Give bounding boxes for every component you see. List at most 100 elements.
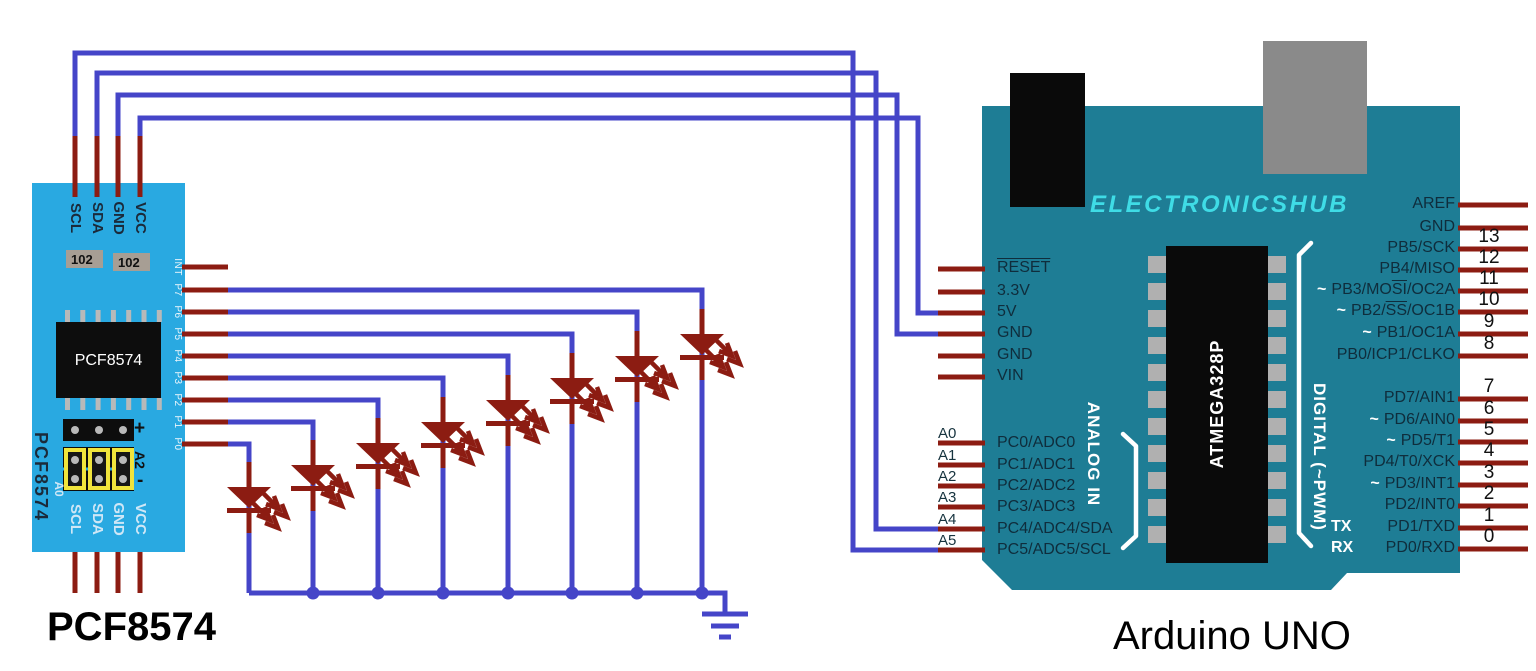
- pin-number-7: 7: [1483, 376, 1495, 397]
- right-pin-pd1: PD1/TXD: [1387, 518, 1455, 535]
- right-pin-pd6: ~PD6/AIN0: [1369, 411, 1455, 428]
- jumper-pads: [71, 426, 127, 483]
- right-pin-aref: AREF: [1412, 195, 1455, 212]
- right-pin-pd2: PD2/INT0: [1384, 496, 1455, 513]
- pin-number-10: 10: [1478, 289, 1500, 310]
- module-pin-int: INT: [172, 258, 183, 276]
- power-jack: [1263, 41, 1367, 174]
- analog-pin-pc5: PC5/ADC5/SCL: [997, 541, 1111, 558]
- analog-header-a0: A0: [938, 425, 957, 442]
- analog-pin-pc4: PC4/ADC4/SDA: [997, 520, 1113, 537]
- analog-header-a2: A2: [938, 468, 957, 485]
- arduino-left-stubs: [938, 266, 985, 380]
- pin-stubs: [72, 136, 1528, 593]
- analog-header-a4: A4: [938, 511, 957, 528]
- ground-rail: [249, 590, 728, 614]
- analog-pin-pc0: PC0/ADC0: [997, 434, 1076, 451]
- right-pin-pb1: ~PB1/OC1A: [1362, 324, 1455, 341]
- arduino-analog-stubs: [938, 440, 985, 553]
- analog-header-a3: A3: [938, 489, 957, 506]
- smd-resistors: [66, 250, 150, 271]
- pin-number-6: 6: [1483, 398, 1495, 419]
- jumper-minus-label: -: [137, 470, 144, 491]
- led-3: [356, 418, 416, 489]
- jumper-caps: [64, 448, 134, 490]
- right-pin-pb3: ~PB3/MOSI/OC2A: [1317, 281, 1455, 298]
- digital-brace: [1296, 240, 1314, 549]
- module-right-stubs: [182, 264, 228, 447]
- address-jumpers: [63, 419, 134, 491]
- module-bottom-pin-sda: SDA: [89, 503, 106, 535]
- pin-number-3: 3: [1483, 462, 1495, 483]
- jumper-a2-label: A2: [132, 451, 148, 469]
- module-bottom-pin-vcc: VCC: [132, 503, 149, 535]
- left-pin-gnd1: GND: [997, 324, 1033, 341]
- right-pin-pd3: ~PD3/INT1: [1370, 475, 1455, 492]
- jumper-a0-label: A0: [52, 481, 66, 497]
- brand-text: ELECTRONICSHUB: [1090, 191, 1350, 218]
- atmega328p-chip: [1148, 246, 1286, 563]
- wire-p6: [228, 309, 640, 593]
- right-pin-gnd: GND: [1419, 218, 1455, 235]
- analog-header-a5: A5: [938, 532, 957, 549]
- right-pin-pb2: ~PB2/SS/OC1B: [1336, 302, 1455, 319]
- jumper-plus-label: +: [134, 418, 146, 439]
- module-pin-p4: P4: [172, 349, 183, 363]
- usb-connector: [1010, 73, 1085, 207]
- wire-p2: [228, 397, 381, 593]
- ground-symbol: [702, 611, 748, 640]
- wire-p1: [228, 419, 316, 593]
- wire-p0: [228, 441, 252, 593]
- analog-pin-pc1: PC1/ADC1: [997, 456, 1076, 473]
- module-top-pin-vcc: VCC: [132, 202, 149, 234]
- pin-number-1: 1: [1483, 505, 1495, 526]
- right-pin-pb5: PB5/SCK: [1387, 239, 1455, 256]
- left-pin-3v3: 3.3V: [997, 282, 1030, 299]
- resistor-value-2: 102: [118, 255, 140, 270]
- pin-number-8: 8: [1483, 333, 1495, 354]
- tx-label: TX: [1331, 518, 1352, 535]
- module-top-pin-gnd: GND: [110, 201, 127, 235]
- right-pin-pd5: ~PD5/T1: [1386, 432, 1455, 449]
- junction-dots: [306, 586, 709, 600]
- pin-number-5: 5: [1483, 419, 1495, 440]
- arduino-title: Arduino UNO: [1113, 614, 1351, 658]
- pin-number-11: 11: [1479, 268, 1499, 289]
- led-1: [227, 462, 287, 533]
- pin-number-9: 9: [1483, 311, 1495, 332]
- right-pin-pd0: PD0/RXD: [1385, 539, 1455, 556]
- led-8: [680, 309, 740, 380]
- pin-number-0: 0: [1483, 526, 1495, 547]
- module-pin-p5: P5: [172, 327, 183, 341]
- module-pin-p7: P7: [172, 283, 183, 297]
- wire-sda: [94, 70, 940, 532]
- resistor-value-1: 102: [71, 252, 93, 267]
- led-wires: [228, 287, 728, 614]
- module-bottom-pin-gnd: GND: [110, 502, 127, 536]
- left-pin-vin: VIN: [997, 367, 1024, 384]
- wire-p4: [228, 353, 511, 593]
- module-top-pin-scl: SCL: [67, 203, 84, 233]
- analog-pin-pc2: PC2/ADC2: [997, 477, 1076, 494]
- module-pin-p1: P1: [172, 415, 183, 429]
- right-pin-pd7: PD7/AIN1: [1383, 389, 1455, 406]
- wire-scl: [72, 50, 940, 553]
- module-pin-p6: P6: [172, 305, 183, 319]
- module-side-label: PCF8574: [31, 431, 51, 523]
- analog-header-a1: A1: [938, 447, 957, 464]
- module-top-pin-sda: SDA: [89, 202, 106, 234]
- pin-number-2: 2: [1483, 483, 1495, 504]
- module-title: PCF8574: [47, 605, 216, 649]
- module-top-stubs: [72, 136, 143, 197]
- module-bottom-stubs: [72, 552, 143, 593]
- pin-number-13: 13: [1478, 226, 1500, 247]
- rx-label: RX: [1331, 539, 1354, 556]
- led-5: [486, 375, 546, 446]
- wire-gnd: [115, 92, 940, 337]
- led-6: [550, 353, 610, 424]
- i2c-wires: [72, 50, 940, 553]
- right-pin-pb0: PB0/ICP1/CLKO: [1336, 346, 1455, 363]
- analog-brace: [1120, 431, 1139, 551]
- right-pin-pb4: PB4/MISO: [1379, 260, 1455, 277]
